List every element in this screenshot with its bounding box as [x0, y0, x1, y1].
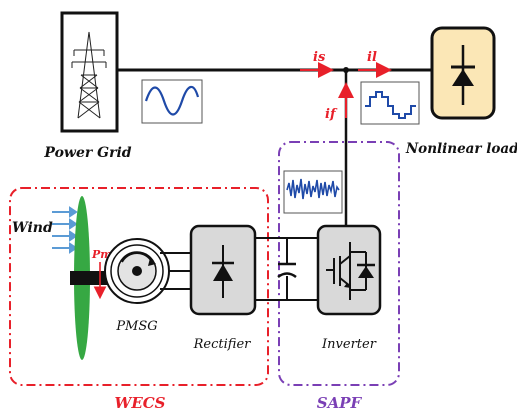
transmission-tower-icon [71, 31, 107, 119]
rectifier [189, 224, 257, 316]
il-label: il [367, 50, 377, 65]
dc-link [255, 237, 318, 301]
diode-icon [451, 45, 475, 105]
sapf-label: SAPF [317, 394, 363, 412]
generator-output-lines [160, 252, 191, 290]
load-current-waveform [360, 81, 420, 125]
igbt-switch-icon [326, 242, 375, 300]
rectifier-label: Rectifier [193, 337, 252, 352]
pmsg-generator-icon [104, 238, 170, 304]
rectifier-diode-icon [212, 245, 234, 298]
wind-arrows-icon [52, 206, 78, 254]
wecs-label: WECS [114, 394, 165, 412]
power-grid-box [60, 11, 119, 133]
pmsg-label: PMSG [115, 319, 157, 334]
if-label: if [325, 107, 338, 122]
nonlinear-load [430, 26, 496, 120]
inverter [316, 224, 382, 316]
power-grid [60, 11, 119, 133]
pm-label: Pm [91, 248, 112, 261]
is-label: is [313, 50, 326, 65]
wind-label: Wind [12, 220, 53, 236]
inverter-label: Inverter [321, 337, 377, 352]
nonlinear-loads-label: Nonlinear loads [405, 141, 517, 157]
wecs-boundary [9, 187, 269, 386]
filter-current-waveform [283, 170, 343, 214]
grid-current-waveform [141, 79, 203, 124]
power-grid-label: Power Grid [43, 145, 131, 161]
